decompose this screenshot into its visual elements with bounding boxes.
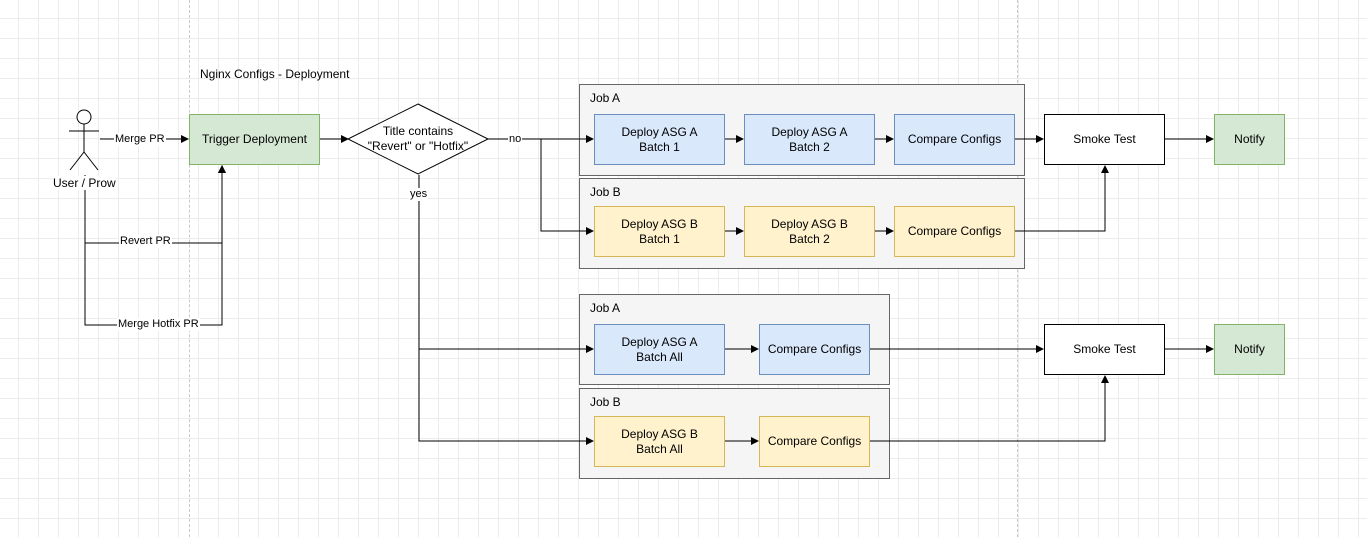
deploy-asg-a-batch-all-node[interactable]: Deploy ASG A Batch All [594,324,725,375]
edge-hcmpb-smoke [870,375,1109,442]
group-label: Job B [590,395,621,409]
edge-label-merge-pr: Merge PR [114,133,166,146]
compare-configs-hotfix-a-node[interactable]: Compare Configs [759,324,870,375]
compare-configs-a-node[interactable]: Compare Configs [894,114,1015,165]
group-label: Job B [590,185,621,199]
decision-diamond [346,103,490,175]
smoke-test-hotfix-node[interactable]: Smoke Test [1044,324,1165,375]
group-label: Job A [590,301,621,315]
compare-configs-b-node[interactable]: Compare Configs [894,206,1015,257]
deploy-asg-b-batch-2-node[interactable]: Deploy ASG B Batch 2 [744,206,875,257]
edge-label-yes: yes [409,188,429,201]
deploy-asg-b-batch-all-node[interactable]: Deploy ASG B Batch All [594,416,725,467]
diagram-title: Nginx Configs - Deployment [200,67,350,81]
divider-line [189,0,190,537]
deploy-asg-a-batch-2-node[interactable]: Deploy ASG A Batch 2 [744,114,875,165]
deploy-asg-a-batch-1-node[interactable]: Deploy ASG A Batch 1 [594,114,725,165]
decision-label: Title contains "Revert" or "Hotfix" [367,124,469,153]
edge-cmpb-smoke [1015,165,1109,232]
notify-hotfix-node[interactable]: Notify [1214,324,1285,375]
edge-label-revert-pr: Revert PR [119,235,172,248]
edge-no-job-b [540,139,594,235]
stick-figure-icon [69,109,99,171]
group-label: Job A [590,91,621,105]
deploy-asg-b-batch-1-node[interactable]: Deploy ASG B Batch 1 [594,206,725,257]
notify-node[interactable]: Notify [1214,114,1285,165]
smoke-test-node[interactable]: Smoke Test [1044,114,1165,165]
edge-yes-job-b [418,349,594,445]
compare-configs-hotfix-b-node[interactable]: Compare Configs [759,416,870,467]
edge-yes-job-a [418,175,594,353]
edge-label-no: no [508,133,523,146]
trigger-deployment-node[interactable]: Trigger Deployment [189,114,320,165]
edge-label-merge-hotfix-pr: Merge Hotfix PR [117,318,200,331]
actor-label: User / Prow [53,176,116,190]
